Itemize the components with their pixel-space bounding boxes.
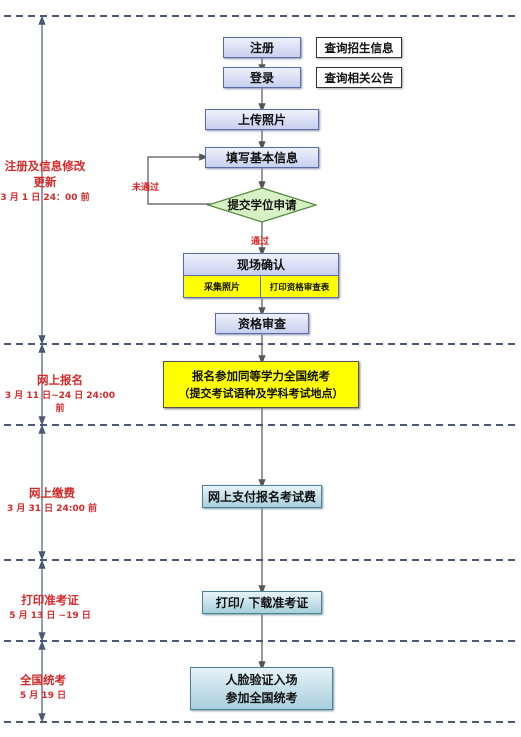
onsite-confirm-title: 现场确认: [184, 254, 338, 276]
stage-title: 网上缴费: [29, 486, 75, 500]
stage-title: 注册及信息修改更新: [4, 159, 86, 189]
pay-fee-box: 网上支付报名考试费: [202, 485, 322, 508]
stage-separators: [4, 15, 517, 723]
exam-box: 人脸验证入场 参加全国统考: [190, 667, 333, 710]
stage-print-ticket: 打印准考证 5 月 13 日 ~19 日: [0, 592, 100, 621]
submit-application-label: 提交学位申请: [227, 198, 297, 212]
register-box: 注册: [223, 37, 301, 58]
passed-label: 通过: [251, 237, 270, 247]
collect-photo-cell: 采集照片: [184, 276, 261, 297]
stage-date: 5 月 13 日 ~19 日: [9, 611, 91, 621]
not-passed-label: 未通过: [132, 183, 160, 193]
stage-national-exam: 全国统考 5 月 19 日: [0, 672, 86, 701]
print-ticket-box: 打印/ 下载准考证: [202, 591, 322, 614]
stage-title: 打印准考证: [21, 593, 79, 607]
print-review-form-cell: 打印资格审查表: [261, 276, 338, 297]
stage-register: 注册及信息修改更新 3 月 1 日 24：00 前: [0, 158, 90, 203]
flow-connectors: [147, 58, 266, 671]
stage-date: 3 月 31 日 24:00 前: [6, 504, 98, 514]
login-box: 登录: [223, 67, 301, 88]
stage-date: 5 月 19 日: [19, 691, 67, 701]
query-notice-box: 查询相关公告: [316, 67, 402, 88]
stage-title: 网上报名: [37, 373, 83, 387]
signup-box: 报名参加同等学力全国统考 （提交考试语种及学科考试地点）: [163, 361, 359, 408]
stage-online-payment: 网上缴费 3 月 31 日 24:00 前: [0, 485, 104, 514]
stage-online-signup: 网上报名 3 月 11 日~24 日 24:00 前: [0, 372, 120, 414]
query-admission-box: 查询招生信息: [316, 37, 402, 58]
qualification-review-box: 资格审查: [215, 313, 309, 334]
signup-line-2: （提交考试语种及学科考试地点）: [178, 386, 344, 400]
stage-title: 全国统考: [20, 673, 66, 687]
upload-photo-box: 上传照片: [205, 109, 319, 130]
stage-date: 3 月 1 日 24：00 前: [0, 193, 90, 203]
fill-info-box: 填写基本信息: [205, 147, 319, 168]
exam-line-2: 参加全国统考: [225, 690, 298, 705]
onsite-confirm-group: 现场确认 采集照片 打印资格审查表: [183, 253, 339, 298]
exam-line-1: 人脸验证入场: [225, 672, 298, 687]
signup-line-1: 报名参加同等学力全国统考: [192, 368, 330, 383]
stage-date: 3 月 11 日~24 日 24:00 前: [4, 391, 116, 414]
decision-diamond: [206, 187, 318, 223]
